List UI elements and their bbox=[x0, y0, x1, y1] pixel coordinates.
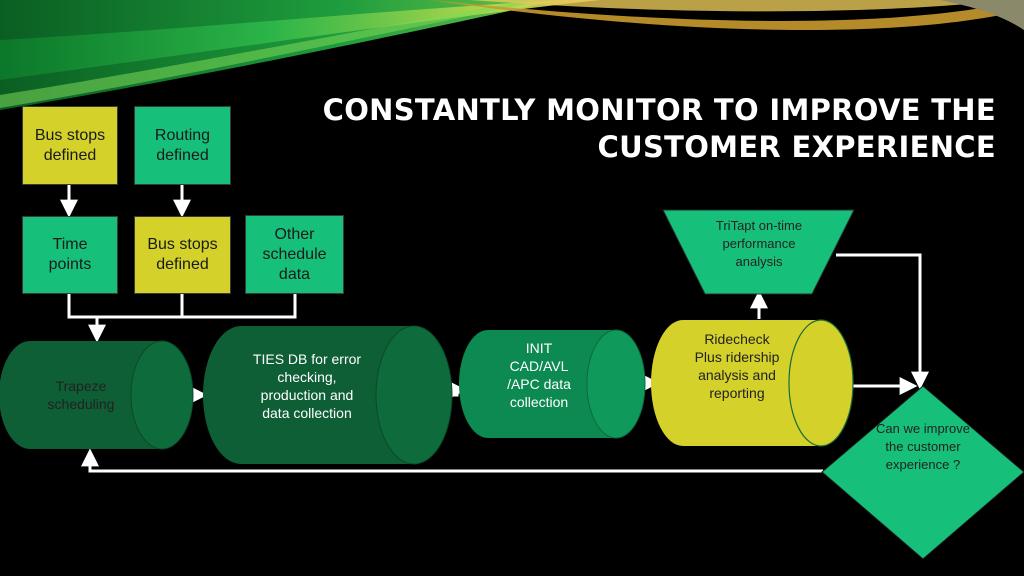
tritapt-trapezoid bbox=[662, 209, 855, 295]
bus-stops-defined-mid-box: Bus stops defined bbox=[134, 216, 231, 294]
bus-stops-defined-label: Bus stops defined bbox=[34, 126, 106, 164]
decision-label: Can we improve the customer experience ? bbox=[876, 421, 970, 472]
time-points-box: Time points bbox=[22, 216, 118, 294]
decision-diamond bbox=[821, 385, 1024, 560]
arrow-tritapt-to-decision bbox=[836, 253, 929, 390]
ties-db-cylinder bbox=[203, 325, 453, 465]
trapeze-cylinder bbox=[0, 340, 194, 450]
slide-title-line1: CONSTANTLY MONITOR TO IMPROVE THE bbox=[322, 93, 996, 127]
time-points-label: Time points bbox=[48, 236, 92, 273]
tritapt-label: TriTapt on-time performance analysis bbox=[715, 218, 803, 269]
routing-defined-box: Routing defined bbox=[134, 106, 231, 185]
bus-stops-defined-mid-label: Bus stops defined bbox=[147, 236, 218, 273]
routing-defined-label: Routing defined bbox=[154, 126, 211, 164]
init-cad-cylinder bbox=[459, 329, 646, 439]
trapeze-scheduling-label: Trapeze scheduling bbox=[47, 378, 115, 412]
other-schedule-data-label: Other schedule data bbox=[262, 225, 327, 283]
slide-title: CONSTANTLY MONITOR TO IMPROVE THE CUSTOM… bbox=[276, 92, 996, 166]
other-schedule-data-box: Other schedule data bbox=[245, 215, 344, 294]
bus-stops-defined-box: Bus stops defined bbox=[22, 106, 118, 185]
decorative-swoosh bbox=[0, 0, 1024, 110]
slide-title-line2: CUSTOMER EXPERIENCE bbox=[597, 130, 996, 164]
ridecheck-plus-label: Ridecheck Plus ridership analysis and re… bbox=[694, 331, 780, 401]
ties-db-label: TIES DB for error checking, production a… bbox=[252, 351, 362, 421]
ridecheck-cylinder bbox=[651, 319, 854, 447]
arrow-decision-to-trapeze bbox=[81, 448, 823, 473]
init-cad-avl-label: INIT CAD/AVL /APC data collection bbox=[507, 340, 571, 410]
